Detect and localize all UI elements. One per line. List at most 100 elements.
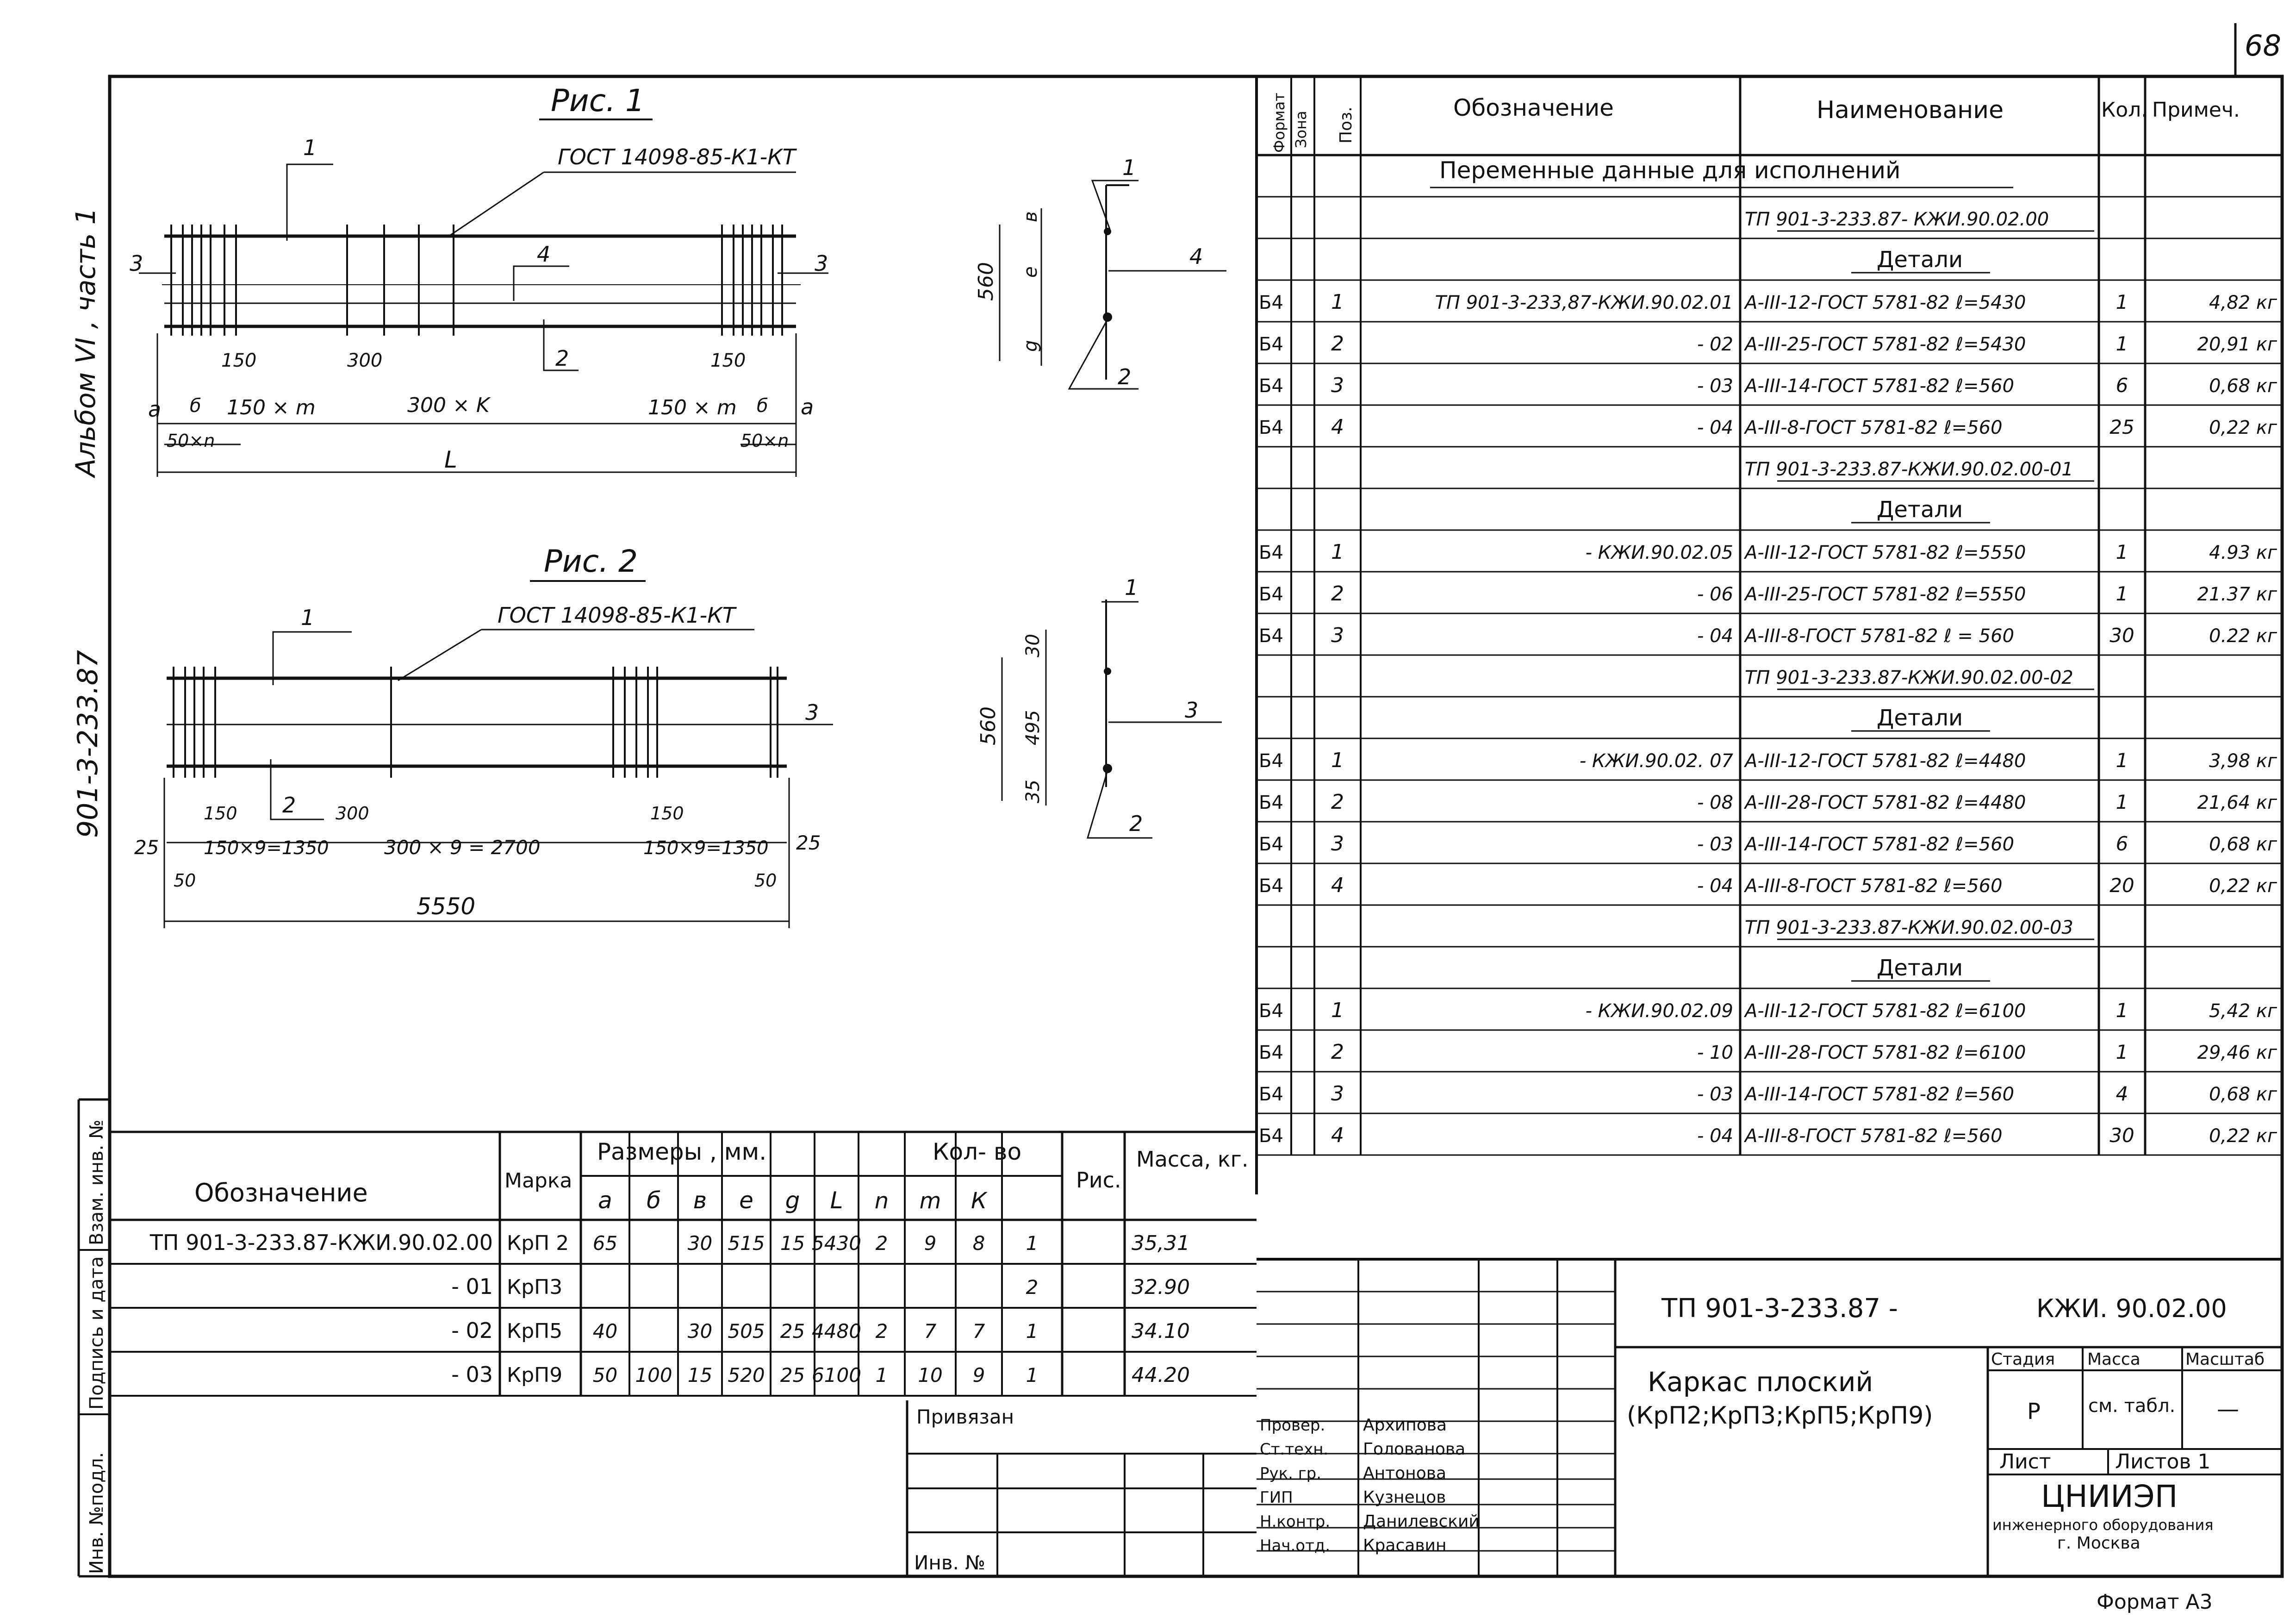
fig2-title: Рис. 2	[544, 543, 638, 579]
sec2-dim-35: 35	[1022, 780, 1044, 803]
fig2-dim-50-right: 50	[754, 870, 777, 891]
stamp-mass: см. табл.	[2088, 1395, 2175, 1417]
marks-value-v: 15	[688, 1364, 712, 1387]
spec-h-pos: Поз.	[1337, 106, 1356, 144]
spec-pos-cell: 2	[1331, 1040, 1344, 1064]
stamp-name: Антонова	[1363, 1464, 1446, 1483]
fig1-dim-150-left: 150	[221, 350, 256, 371]
spec-name-cell: А-III-25-ГОСТ 5781-82 ℓ=5550	[1743, 584, 2026, 605]
specification-table: Формат Зона Поз. Обозначение Наименовани…	[1257, 76, 2282, 1156]
marks-col-0: а	[598, 1187, 612, 1214]
stamp-org: ЦНИИЭП	[2041, 1479, 2178, 1514]
marks-value-r: 2	[1026, 1276, 1039, 1299]
format-label: Формат А3	[2097, 1590, 2213, 1614]
marks-mark-cell: КрП 2	[507, 1231, 569, 1255]
stamp-code: ТП 901-3-233.87 -	[1661, 1293, 1898, 1324]
spec-qty-cell: 30	[2109, 1124, 2134, 1147]
spec-note-cell: 0,68 кг	[2209, 834, 2277, 855]
fig1-dim-a-right: а	[801, 394, 814, 419]
spec-pos-cell: 3	[1331, 624, 1344, 647]
figure-1: Рис. 1 ГОСТ 14098-85-К1-КТ 1 4 2 3 3 150…	[130, 83, 828, 473]
spec-designation-cell: ТП 901-3-233,87-КЖИ.90.02.01	[1435, 292, 1733, 313]
marks-value-n: 2	[876, 1320, 888, 1343]
spec-qty-cell: 4	[2116, 1082, 2128, 1105]
fig1-dim-a-left: а	[148, 397, 161, 422]
spec-name-cell: А-III-12-ГОСТ 5781-82 ℓ=6100	[1743, 1000, 2026, 1022]
fig1-pos3-left: 3	[130, 251, 143, 276]
fig2-dim-50-left: 50	[174, 870, 196, 891]
fig1-dim-n-right: 50×n	[740, 431, 789, 451]
marks-value-r: 1	[1026, 1232, 1039, 1255]
marks-mark-cell: КрП3	[507, 1275, 562, 1299]
spec-format-cell: Б4	[1259, 792, 1283, 813]
fig2-dim-s3: 150×9=1350	[643, 837, 769, 859]
spec-note-cell: 0,68 кг	[2209, 375, 2277, 397]
marks-h-mark: Марка	[504, 1169, 572, 1193]
spec-note-cell: 20,91 кг	[2197, 334, 2277, 355]
stamp-name: Архипова	[1363, 1416, 1447, 1435]
spec-note-cell: 3,98 кг	[2209, 750, 2277, 772]
fig2-dim-300: 300	[336, 803, 369, 824]
marks-table: Обозначение Марка Размеры , мм. Кол- во …	[110, 1131, 1257, 1397]
stamp-title: Каркас плоский	[1648, 1366, 1873, 1398]
spec-section-heading: Детали	[1877, 247, 1963, 273]
fig1-dim-b-right: б	[757, 395, 768, 417]
spec-section-heading: Детали	[1877, 497, 1963, 523]
album-text: Альбом VI , часть 1	[70, 208, 101, 479]
stamp-name: Кузнецов	[1363, 1488, 1446, 1507]
spec-pos-cell: 1	[1331, 749, 1344, 772]
spec-format-cell: Б4	[1259, 834, 1283, 855]
figure-2: Рис. 2 ГОСТ 14098-85-К1-КТ 1 2 3 150 300…	[134, 543, 833, 920]
marks-value-a: 50	[593, 1364, 617, 1387]
sec1-dim-e: е	[1020, 266, 1041, 278]
spec-h-name: Наименование	[1817, 96, 2004, 124]
marks-designation-cell: - 03	[451, 1362, 493, 1387]
spec-qty-cell: 1	[2116, 999, 2128, 1022]
stamp-inv-podl: Инв. №подл.	[86, 1452, 107, 1574]
spec-designation-cell: - КЖИ.90.02.09	[1586, 1000, 1733, 1022]
spec-document-ref: ТП 901-3-233.87-КЖИ.90.02.00-03	[1745, 917, 2073, 938]
spec-qty-cell: 6	[2116, 832, 2128, 855]
spec-qty-cell: 1	[2116, 541, 2128, 563]
marks-col-1: б	[647, 1187, 661, 1214]
marks-value-n: 1	[876, 1364, 888, 1387]
marks-col-5: L	[830, 1187, 843, 1214]
spec-h-note: Примеч.	[2152, 98, 2240, 122]
stamp-role: Нач.отд.	[1260, 1537, 1330, 1555]
spec-section-heading: Детали	[1877, 955, 1963, 981]
marks-h-mass: Масса, кг.	[1136, 1147, 1248, 1172]
fig2-dim-25-right: 25	[796, 831, 821, 854]
spec-designation-cell: - 04	[1697, 417, 1733, 438]
sec1-pos2: 2	[1118, 364, 1131, 389]
stamp-role: ГИП	[1260, 1488, 1293, 1507]
spec-pos-cell: 2	[1331, 582, 1344, 606]
marks-value-L: 6100	[812, 1364, 861, 1387]
marks-qcol-2: К	[971, 1188, 988, 1214]
marks-designation-cell: - 01	[451, 1274, 493, 1299]
spec-pos-cell: 2	[1331, 332, 1344, 356]
marks-value-k: 8	[973, 1232, 985, 1255]
spec-designation-cell: - 03	[1697, 375, 1733, 397]
fig1-pos2: 2	[555, 346, 569, 371]
stamp-scale-head: Масштаб	[2185, 1350, 2265, 1369]
spec-qty-cell: 1	[2116, 791, 2128, 813]
series-text: 901-3-233.87	[72, 650, 104, 838]
spec-pos-cell: 3	[1331, 832, 1344, 856]
spec-h-format: Формат	[1270, 93, 1288, 153]
fig2-dim-25-left: 25	[134, 836, 159, 859]
spec-note-cell: 0,22 кг	[2209, 417, 2277, 438]
spec-name-cell: А-III-8-ГОСТ 5781-82 ℓ = 560	[1743, 625, 2014, 647]
spec-pos-cell: 3	[1331, 374, 1344, 397]
spec-format-cell: Б4	[1259, 875, 1283, 897]
fig1-pos1: 1	[303, 135, 317, 160]
marks-designation-cell: - 02	[451, 1318, 493, 1343]
marks-value-e: 505	[728, 1320, 765, 1343]
stamp-code2: КЖИ. 90.02.00	[2036, 1294, 2227, 1323]
spec-h-qty: Кол.	[2101, 98, 2147, 122]
spec-note-cell: 0,22 кг	[2209, 1125, 2277, 1147]
spec-name-cell: А-III-28-ГОСТ 5781-82 ℓ=4480	[1743, 792, 2026, 813]
bound-label: Привязан	[916, 1405, 1014, 1428]
spec-pos-cell: 4	[1331, 1124, 1344, 1147]
spec-h-zone: Зона	[1292, 111, 1310, 148]
spec-format-cell: Б4	[1259, 375, 1283, 397]
